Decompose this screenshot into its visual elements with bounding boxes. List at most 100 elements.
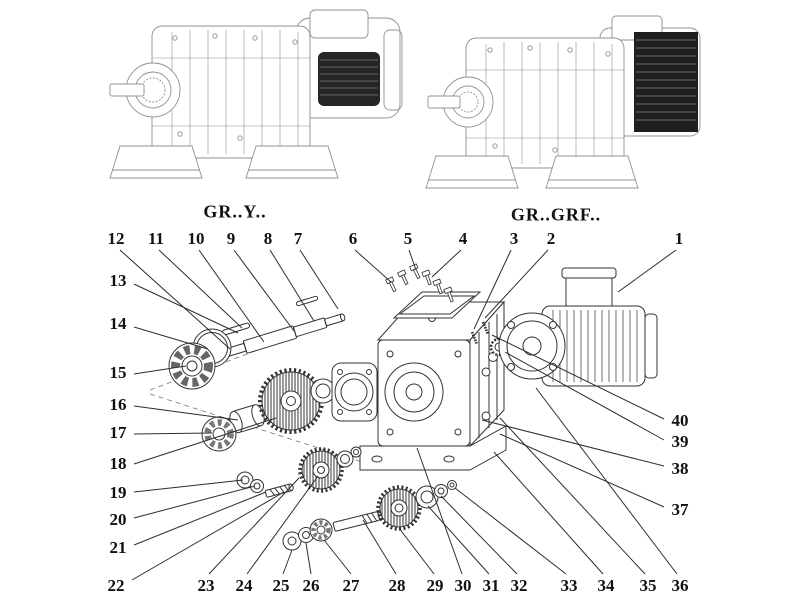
callout-9: 9: [226, 229, 236, 248]
callout-32: 32: [510, 576, 528, 595]
variant-label-gr-y: GR..Y..: [203, 201, 267, 222]
leader-line-32: [440, 495, 518, 575]
callout-33: 33: [560, 576, 578, 595]
callout-22: 22: [107, 576, 125, 595]
leader-line-22: [131, 491, 285, 581]
output-gear: [376, 485, 422, 531]
leader-line-26: [305, 542, 312, 575]
leader-line-11: [158, 249, 243, 329]
callout-21: 21: [109, 538, 127, 557]
callout-15: 15: [109, 363, 127, 382]
callout-31: 31: [482, 576, 500, 595]
callout-40: 40: [671, 411, 689, 430]
ball-bearing-input: [201, 416, 237, 452]
callout-39: 39: [671, 432, 689, 451]
leader-line-40: [491, 334, 665, 420]
shaft-key-2: [295, 295, 319, 307]
leader-line-2: [484, 249, 549, 319]
leader-line-30: [416, 447, 463, 575]
callout-29: 29: [426, 576, 444, 595]
leader-line-7: [299, 249, 339, 310]
callout-18: 18: [109, 454, 127, 473]
leader-line-13: [133, 283, 239, 334]
leader-line-29: [398, 527, 435, 575]
callout-2: 2: [546, 229, 556, 248]
callout-1: 1: [674, 229, 684, 248]
callout-24: 24: [235, 576, 253, 595]
variant-label-gr-grf: GR..GRF..: [510, 204, 602, 225]
leader-line-17: [133, 432, 213, 435]
callout-10: 10: [187, 229, 205, 248]
callout-27: 27: [342, 576, 360, 595]
shaft-key-1: [221, 322, 251, 336]
output-shaft-assembly: [282, 480, 457, 551]
leader-line-21: [133, 491, 267, 546]
assembled-motor-left: [295, 9, 403, 119]
exploded-view: [119, 249, 678, 581]
leader-line-14: [133, 326, 209, 350]
assembled-motor-right: [599, 15, 701, 137]
leader-line-4: [431, 249, 462, 278]
callout-7: 7: [293, 229, 303, 248]
leader-line-20: [133, 485, 256, 519]
leader-line-31: [427, 505, 490, 575]
assembled-unit-gr-y: [109, 9, 403, 179]
leader-line-23: [208, 477, 300, 575]
leader-lines: [119, 249, 678, 581]
leader-line-27: [323, 539, 352, 575]
callout-19: 19: [109, 483, 127, 502]
callout-36: 36: [671, 576, 689, 595]
callout-34: 34: [597, 576, 615, 595]
callout-28: 28: [388, 576, 406, 595]
leader-line-35: [499, 417, 646, 575]
roller-bearing: [168, 342, 216, 390]
leader-line-37: [499, 433, 665, 508]
leader-line-16: [133, 405, 239, 421]
small-bearing-mid-inner: [315, 383, 331, 399]
leader-line-28: [362, 519, 397, 575]
leader-line-9: [233, 249, 295, 332]
assembled-output-shaft-left: [109, 62, 181, 118]
callout-11: 11: [147, 229, 165, 248]
leader-line-39: [504, 351, 665, 441]
leader-line-38: [481, 419, 665, 467]
motor-flange: [498, 312, 566, 380]
leader-line-6: [354, 249, 392, 283]
leader-line-1: [617, 249, 677, 293]
callout-30: 30: [454, 576, 472, 595]
callout-14: 14: [109, 314, 127, 333]
intermediate-pinion-cluster: [236, 446, 362, 498]
large-gear: [258, 368, 324, 434]
gearbox-housing: [359, 300, 507, 471]
callout-16: 16: [109, 395, 127, 414]
assembled-housing-left: [151, 25, 311, 159]
output-bearing: [309, 518, 333, 542]
leader-line-24: [246, 475, 319, 575]
callout-12: 12: [107, 229, 125, 248]
assembled-output-shaft-right: [427, 76, 494, 128]
callout-3: 3: [509, 229, 519, 248]
leader-line-3: [473, 249, 512, 330]
assembled-feet-left: [109, 145, 339, 179]
callout-5: 5: [403, 229, 413, 248]
inspection-cover: [392, 291, 482, 319]
callout-4: 4: [458, 229, 468, 248]
callout-6: 6: [348, 229, 358, 248]
callout-17: 17: [109, 423, 127, 442]
callout-20: 20: [109, 510, 127, 529]
leader-line-34: [493, 451, 604, 575]
callout-23: 23: [197, 576, 215, 595]
leader-line-10: [198, 249, 265, 343]
assembled-feet-right: [425, 155, 639, 189]
leader-line-12: [119, 249, 231, 350]
leader-line-15: [133, 365, 187, 375]
leader-line-33: [454, 487, 567, 575]
intermediate-gear: [298, 447, 344, 493]
front-cover-plate: [331, 362, 378, 422]
callout-26: 26: [302, 576, 320, 595]
leader-line-19: [133, 479, 244, 493]
electric-motor: [498, 267, 658, 387]
leader-line-8: [269, 249, 315, 322]
